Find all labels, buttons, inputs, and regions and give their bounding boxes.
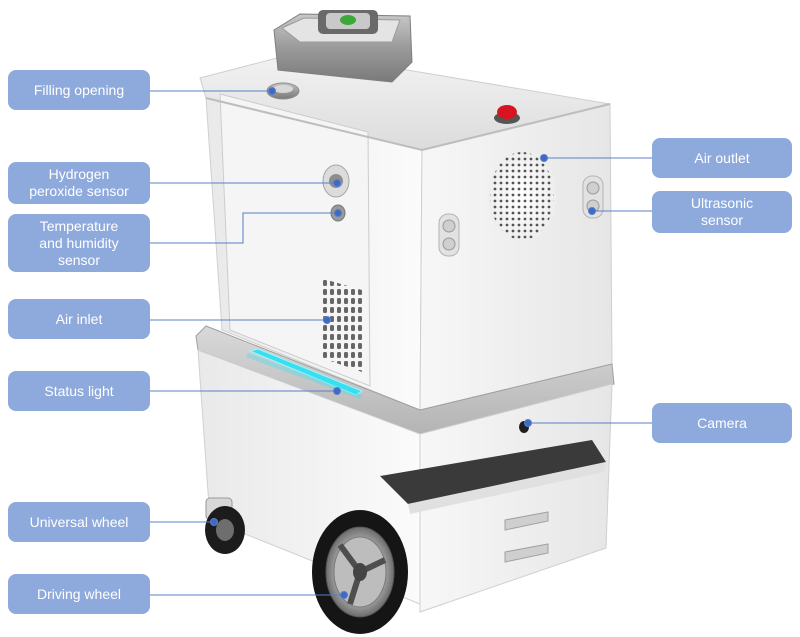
air-outlet-grille (490, 152, 554, 240)
leader-dot-temperature-humidity-sensor (334, 209, 342, 217)
leader-dot-ultrasonic-sensor (588, 207, 596, 215)
universal-wheel-device (205, 497, 245, 554)
driving-wheel-device (312, 510, 408, 634)
ultrasonic-sensor-right (582, 175, 604, 219)
filling-opening-cap-top (273, 85, 293, 93)
label-filling-opening: Filling opening (8, 70, 150, 110)
label-status-light: Status light (8, 371, 150, 411)
front-tray-opening (380, 440, 606, 504)
lid-edge (205, 97, 611, 152)
status-light-strip (248, 348, 364, 396)
base-front-face (419, 383, 613, 613)
label-universal-wheel: Universal wheel (8, 502, 150, 542)
leader-dot-status-light (333, 387, 341, 395)
label-air-inlet: Air inlet (8, 299, 150, 339)
leader-temperature-humidity-sensor (150, 212, 338, 244)
leader-dot-driving-wheel (340, 591, 348, 599)
leader-lines (150, 87, 652, 599)
front-handle-top (504, 511, 549, 531)
air-inlet-grille (320, 278, 362, 372)
tank-front-face (419, 103, 613, 411)
leader-dot-hydrogen-peroxide-sensor (333, 179, 341, 187)
label-temperature-humidity-sensor: Temperature and humidity sensor (8, 214, 150, 272)
label-air-outlet: Air outlet (652, 138, 792, 178)
leader-dot-camera (524, 419, 532, 427)
ultrasonic-sensor-left (438, 213, 460, 257)
label-hydrogen-peroxide-sensor: Hydrogen peroxide sensor (8, 162, 150, 204)
leader-dot-universal-wheel (210, 518, 218, 526)
emergency-stop-button (497, 105, 517, 119)
leader-dot-air-outlet (540, 154, 548, 162)
top-module (273, 10, 413, 83)
label-driving-wheel: Driving wheel (8, 574, 150, 614)
label-ultrasonic-sensor: Ultrasonic sensor (652, 191, 792, 233)
front-handle-bottom (504, 543, 549, 563)
leader-dot-filling-opening (268, 87, 276, 95)
leader-dot-air-inlet (323, 316, 331, 324)
label-camera: Camera (652, 403, 792, 443)
